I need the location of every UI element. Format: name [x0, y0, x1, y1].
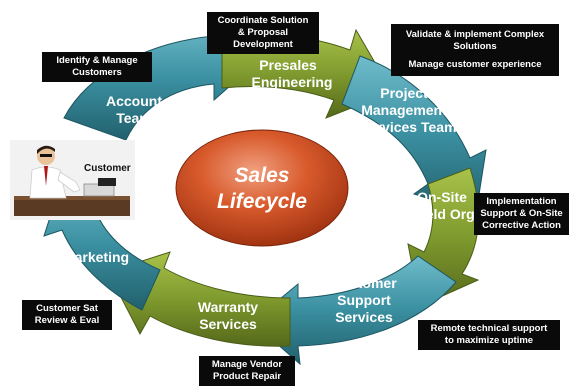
- center-title-line-1: Sales: [235, 164, 290, 187]
- note-manage-vendor: Manage Vendor Product Repair: [199, 356, 295, 386]
- note-coordinate-line-3: Development: [233, 39, 293, 50]
- label-support-2: Support: [337, 292, 391, 308]
- note-vendor-line-1: Manage Vendor: [211, 359, 283, 370]
- note-remote-line-2: to maximize uptime: [444, 335, 534, 346]
- label-support-1: Customer: [331, 275, 397, 291]
- note-implementation-line-1: Implementation: [486, 196, 557, 207]
- label-marketing: Marketing: [63, 249, 129, 265]
- note-implementation-line-2: Support & On-Site: [480, 208, 563, 219]
- label-warranty-2: Services: [199, 316, 257, 332]
- note-identify-line-1: Identify & Manage: [56, 55, 138, 66]
- label-pm-2: Management: [361, 102, 447, 118]
- note-custsat-line-2: Review & Eval: [34, 315, 100, 326]
- center-ellipse: [175, 129, 349, 247]
- customer-person-icon: [10, 140, 135, 220]
- label-presales-2: Engineering: [252, 74, 333, 90]
- label-onsite-1: On-Site: [417, 189, 467, 205]
- label-onsite-2: Field Org: [413, 206, 474, 222]
- note-custsat-line-1: Customer Sat: [36, 303, 98, 314]
- note-vendor-line-2: Product Repair: [212, 371, 282, 382]
- label-pm-1: Project: [380, 85, 428, 101]
- note-validate-line-2: Solutions: [453, 41, 497, 52]
- customer-illustration: [10, 140, 135, 220]
- note-coordinate-line-2: & Proposal: [237, 27, 289, 38]
- label-presales-1: Presales: [259, 57, 317, 73]
- note-validate-line-1: Validate & implement Complex: [405, 29, 545, 40]
- note-coordinate-line-1: Coordinate Solution: [217, 15, 309, 26]
- label-warranty-1: Warranty: [198, 299, 258, 315]
- note-remote-line-1: Remote technical support: [430, 323, 548, 334]
- note-validate-implement: Validate & implement Complex Solutions M…: [391, 24, 559, 76]
- note-implementation-line-3: Corrective Action: [482, 220, 561, 231]
- note-coordinate-solution: Coordinate Solution & Proposal Developme…: [207, 12, 319, 54]
- note-customer-sat: Customer Sat Review & Eval: [22, 300, 112, 330]
- note-implementation-support: Implementation Support & On-Site Correct…: [474, 193, 569, 235]
- note-identify-line-2: Customers: [72, 67, 122, 78]
- label-support-3: Services: [335, 309, 393, 325]
- note-remote-support: Remote technical support to maximize upt…: [418, 320, 560, 350]
- label-account-team-2: Team: [116, 110, 152, 126]
- customer-label: Customer: [84, 163, 131, 174]
- center-title-line-2: Lifecycle: [217, 190, 307, 213]
- label-pm-3: Services Team: [359, 119, 456, 135]
- note-validate-line-3: Manage customer experience: [408, 59, 542, 70]
- note-identify-customers: Identify & Manage Customers: [42, 52, 152, 82]
- label-account-team-1: Account: [106, 93, 162, 109]
